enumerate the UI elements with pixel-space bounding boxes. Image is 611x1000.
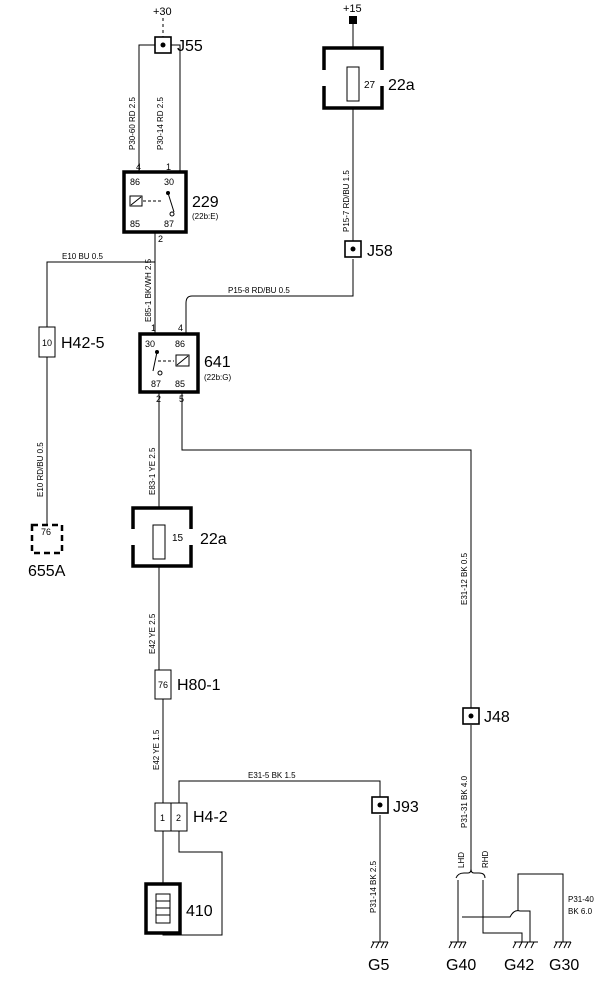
h80-1-connector bbox=[154, 669, 172, 700]
h42-5-label: H42-5 bbox=[61, 335, 105, 352]
fuse-box-top-gap-left bbox=[319, 70, 329, 86]
relay-229-pin1: 1 bbox=[166, 162, 171, 172]
j93-label: J93 bbox=[393, 799, 419, 816]
j58-label: J58 bbox=[367, 243, 393, 260]
relay-229-coil-slash bbox=[130, 196, 142, 206]
fuse-box-mid-gap-left bbox=[128, 529, 138, 545]
plus30-label: +30 bbox=[153, 6, 172, 18]
wire-label-p30-60: P30-60 RD 2.5 bbox=[128, 97, 137, 150]
ground-g5-label: G5 bbox=[368, 957, 389, 974]
j93-dot bbox=[377, 802, 383, 808]
relay-229-pin4: 4 bbox=[136, 162, 141, 172]
wire-label-e42-upper: E42 YE 2.5 bbox=[148, 613, 157, 654]
relay-641-terminal bbox=[157, 370, 163, 376]
relay-641-t30: 30 bbox=[145, 339, 155, 349]
fuse-15-element bbox=[152, 524, 166, 560]
wire-label-rhd: RHD bbox=[481, 850, 490, 868]
h4-2-pin2: 2 bbox=[176, 813, 181, 823]
relay-641-pin2: 2 bbox=[156, 394, 161, 404]
relay-641-t86: 86 bbox=[175, 339, 185, 349]
ground-g42-label: G42 bbox=[504, 957, 534, 974]
wire-p31-40 bbox=[517, 873, 564, 942]
wire-label-p31-31: P31-31 BK 4.0 bbox=[460, 775, 469, 828]
relay-229-t87: 87 bbox=[164, 219, 174, 229]
plus15-terminal bbox=[349, 16, 357, 24]
relay-229-pin2: 2 bbox=[158, 234, 163, 244]
fuse-mid-label: 22a bbox=[200, 531, 227, 548]
relay-641-coil-slash bbox=[176, 355, 189, 366]
wire-rhd-a bbox=[482, 880, 523, 942]
wire-label-e10-bottom: E10 RD/BU 0.5 bbox=[36, 442, 45, 497]
fuse-15-number: 15 bbox=[172, 533, 184, 544]
wire-label-lhd: LHD bbox=[457, 852, 466, 868]
connector-655a-label: 655A bbox=[28, 563, 66, 580]
j58-dot bbox=[350, 246, 356, 252]
relay-641-label: 641 bbox=[204, 354, 231, 371]
relay-229-terminal bbox=[169, 211, 175, 217]
wire-label-p31-40-b: BK 6.0 bbox=[568, 907, 593, 916]
j48-dot bbox=[468, 713, 474, 719]
fuse-top-label: 22a bbox=[388, 77, 415, 94]
j55-dot bbox=[160, 42, 166, 48]
relay-641-sublabel: (22b:G) bbox=[204, 373, 231, 382]
relay-229-label: 229 bbox=[192, 194, 219, 211]
wire-label-p15-7: P15-7 RD/BU 1.5 bbox=[342, 170, 351, 232]
ground-g30-symbol bbox=[553, 941, 572, 949]
h80-1-pin: 76 bbox=[158, 680, 168, 690]
ground-g5-symbol bbox=[370, 941, 389, 949]
wire-label-p31-40-a: P31-40 bbox=[568, 895, 594, 904]
relay-641-pin1: 1 bbox=[151, 323, 156, 333]
wire-p30-60 bbox=[138, 44, 155, 172]
fuse-27-element bbox=[346, 66, 360, 102]
h42-5-connector bbox=[38, 326, 56, 358]
wire-label-p30-14: P30-14 RD 2.5 bbox=[156, 97, 165, 150]
relay-641-t85: 85 bbox=[175, 379, 185, 389]
relay-641-t87: 87 bbox=[151, 379, 161, 389]
relay-641-pin4: 4 bbox=[178, 323, 183, 333]
relay-641-contact bbox=[152, 351, 158, 372]
wire-e31-5 bbox=[178, 780, 381, 803]
h80-1-label: H80-1 bbox=[177, 677, 221, 694]
ground-g30-label: G30 bbox=[549, 957, 579, 974]
wire-p30-14 bbox=[171, 44, 181, 172]
wire-label-e10-top: E10 BU 0.5 bbox=[62, 252, 103, 261]
ground-g40-label: G40 bbox=[446, 957, 476, 974]
j48-label: J48 bbox=[484, 709, 510, 726]
wire-p15-8 bbox=[185, 259, 354, 334]
fuse-27-number: 27 bbox=[364, 80, 376, 91]
relay-229-sublabel: (22b:E) bbox=[192, 212, 219, 221]
wire-label-p31-14: P31-14 BK 2.5 bbox=[369, 860, 378, 913]
relay-229-contact bbox=[167, 192, 175, 213]
h4-2-pin1: 1 bbox=[160, 813, 165, 823]
relay-229-t30: 30 bbox=[164, 177, 174, 187]
wire-e10-top bbox=[46, 261, 155, 327]
h42-5-pin: 10 bbox=[42, 338, 52, 348]
fuse-box-mid-gap-right bbox=[186, 529, 196, 545]
j55-label: J55 bbox=[177, 38, 203, 55]
h4-2-label: H4-2 bbox=[193, 809, 228, 826]
wire-label-e83-1: E83-1 YE 2.5 bbox=[148, 447, 157, 495]
component-410-label: 410 bbox=[186, 903, 213, 920]
wire-label-e85-1: E85-1 BK/WH 2.5 bbox=[144, 258, 153, 322]
relay-229-t86: 86 bbox=[130, 177, 140, 187]
lhd-rhd-brace bbox=[455, 868, 486, 879]
fuse-box-top-gap-right bbox=[377, 70, 387, 86]
relay-641-pin5: 5 bbox=[179, 394, 184, 404]
connector-655a bbox=[30, 523, 64, 555]
connector-655a-pin: 76 bbox=[41, 527, 51, 537]
wire-label-p15-8: P15-8 RD/BU 0.5 bbox=[228, 286, 290, 295]
relay-229-t85: 85 bbox=[130, 219, 140, 229]
ground-g42-symbol bbox=[512, 941, 538, 949]
wire-label-e31-12: E31-12 BK 0.5 bbox=[460, 552, 469, 605]
wire-rhd-b bbox=[462, 910, 531, 942]
plus15-label: +15 bbox=[343, 3, 362, 15]
wire-e31-12 bbox=[181, 392, 472, 708]
wire-label-e31-5: E31-5 BK 1.5 bbox=[248, 771, 296, 780]
ground-g40-symbol bbox=[448, 941, 467, 949]
wire-label-e42-lower: E42 YE 1.5 bbox=[152, 729, 161, 770]
